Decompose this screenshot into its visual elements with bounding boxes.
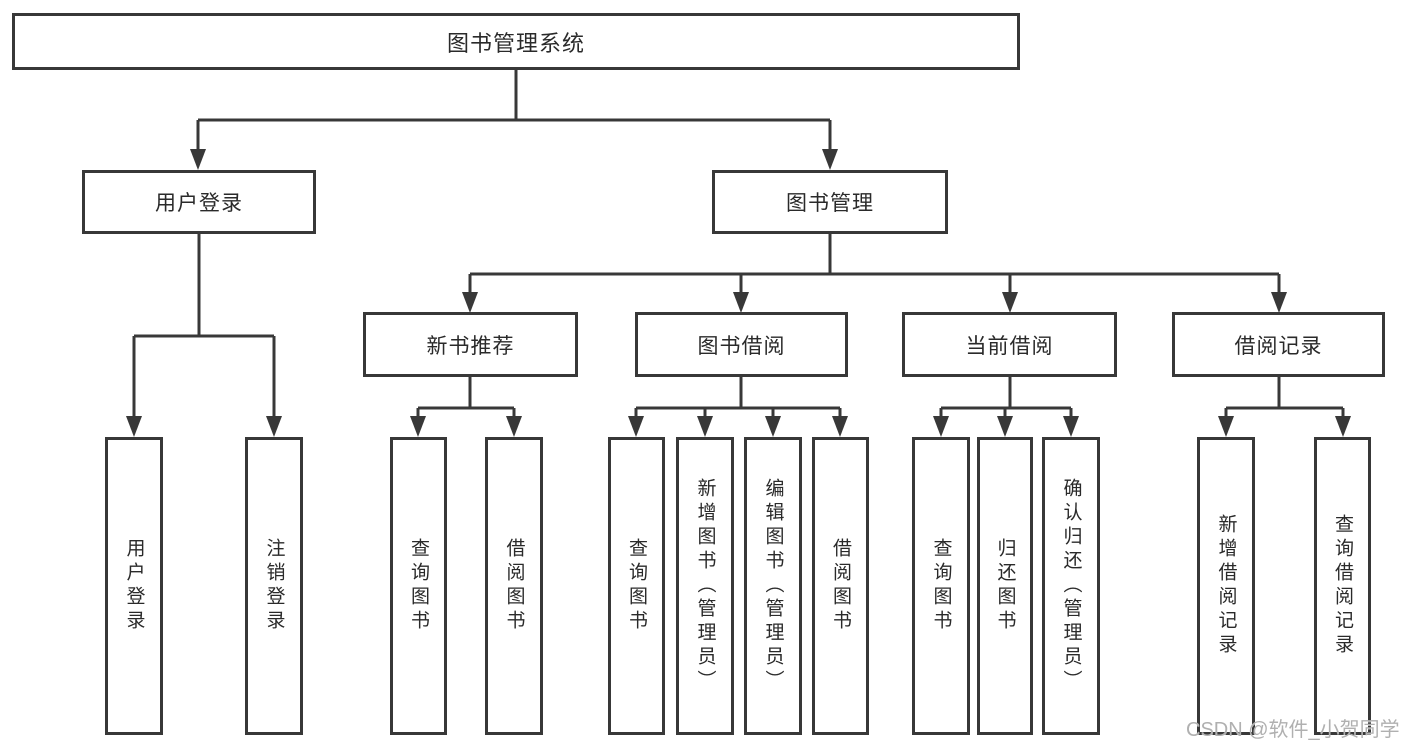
arrow-down-icon (628, 416, 644, 437)
leaf-logout: 注销登录 (245, 437, 303, 735)
node-new-book-recommend: 新书推荐 (363, 312, 578, 377)
node-label: 图书管理系统 (446, 30, 585, 56)
arrow-down-icon (266, 416, 282, 437)
leaf-edit-book-admin: 编辑图书（管理员） (744, 437, 802, 735)
leaf-query-books-current: 查询图书 (912, 437, 970, 735)
connector-root-to-level2 (196, 70, 832, 152)
leaf-borrow-books-recommend: 借阅图书 (485, 437, 543, 735)
node-label: 查询图书 (626, 538, 647, 634)
node-label: 借阅图书 (830, 538, 851, 634)
node-label: 图书借阅 (697, 334, 786, 358)
arrow-down-icon (1335, 416, 1351, 437)
leaf-query-books-recommend: 查询图书 (390, 437, 447, 735)
leaf-add-borrow-record: 新增借阅记录 (1197, 437, 1255, 735)
node-label: 用户登录 (155, 192, 243, 215)
connector-book-borrow-to-leaves (634, 377, 842, 420)
arrow-down-icon (933, 416, 949, 437)
arrow-down-icon (697, 416, 713, 437)
node-label: 查询借阅记录 (1332, 514, 1353, 658)
node-label: 图书管理 (786, 192, 874, 215)
arrow-down-icon (1218, 416, 1234, 437)
leaf-confirm-return-admin: 确认归还（管理员） (1042, 437, 1100, 735)
node-borrow-records: 借阅记录 (1172, 312, 1385, 377)
node-label: 借阅记录 (1234, 334, 1323, 358)
node-library-management-system: 图书管理系统 (12, 13, 1020, 70)
node-label: 注销登录 (263, 538, 285, 634)
connector-user-login-to-leaves (132, 234, 276, 419)
arrow-down-icon (832, 416, 848, 437)
arrow-down-icon (190, 149, 206, 170)
arrow-down-icon (1002, 292, 1018, 313)
connector-book-management-to-level3 (468, 234, 1281, 295)
arrow-down-icon (765, 416, 781, 437)
connector-new-book-recommend-to-leaves (416, 377, 516, 420)
leaf-add-book-admin: 新增图书（管理员） (676, 437, 734, 735)
node-label: 归还图书 (994, 538, 1016, 634)
arrow-down-icon (997, 416, 1013, 437)
watermark: CSDN @软件_小贺同学 (1186, 719, 1400, 741)
node-label: 查询图书 (408, 538, 429, 634)
connector-borrow-records-to-leaves (1224, 377, 1345, 420)
connector-current-borrow-to-leaves (939, 377, 1073, 420)
arrow-down-icon (1271, 292, 1287, 313)
node-label: 新增图书（管理员） (694, 478, 716, 694)
arrow-down-icon (822, 149, 838, 170)
node-label: 当前借阅 (965, 334, 1054, 358)
arrow-down-icon (733, 292, 749, 313)
node-book-management: 图书管理 (712, 170, 948, 234)
leaf-borrow-books: 借阅图书 (812, 437, 869, 735)
node-book-borrow: 图书借阅 (635, 312, 848, 377)
node-label: 编辑图书（管理员） (762, 478, 784, 694)
leaf-user-login: 用户登录 (105, 437, 163, 735)
leaf-query-borrow-record: 查询借阅记录 (1314, 437, 1371, 735)
leaf-return-book: 归还图书 (977, 437, 1033, 735)
node-label: 用户登录 (123, 538, 145, 634)
arrow-down-icon (1063, 416, 1079, 437)
arrow-down-icon (126, 416, 142, 437)
node-label: 查询图书 (930, 538, 952, 634)
node-user-login: 用户登录 (82, 170, 316, 234)
arrow-down-icon (410, 416, 426, 437)
node-label: 借阅图书 (503, 538, 525, 634)
node-label: 新书推荐 (426, 334, 515, 358)
node-current-borrow: 当前借阅 (902, 312, 1117, 377)
arrow-down-icon (462, 292, 478, 313)
node-label: 确认归还（管理员） (1060, 478, 1082, 694)
node-label: 新增借阅记录 (1215, 514, 1237, 658)
arrow-down-icon (506, 416, 522, 437)
leaf-query-books-borrow: 查询图书 (608, 437, 665, 735)
